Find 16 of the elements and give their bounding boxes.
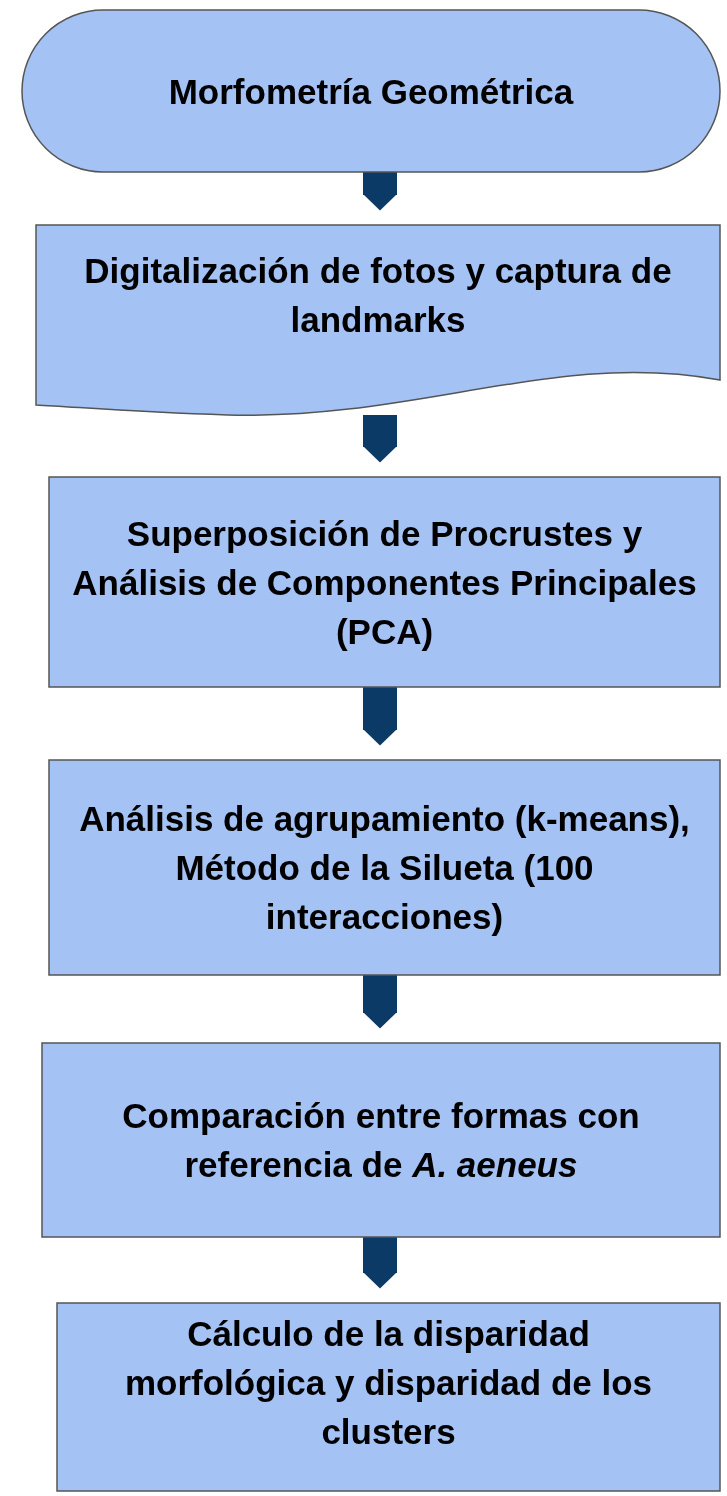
block-arrow [363, 415, 397, 463]
step-text: Análisis de agrupamiento (k-means), Método de la Silueta (100 interacciones) [78, 798, 691, 938]
terminal-shape [22, 10, 720, 172]
process-box [42, 1043, 720, 1237]
block-arrow [363, 172, 397, 211]
block-arrow [363, 687, 397, 746]
process-box [49, 477, 720, 687]
step-text: Digitalización de fotos y captura de landmarks [83, 250, 673, 341]
step-text: Comparación entre formas con referencia de A. aeneus [121, 1095, 641, 1186]
step-text: Cálculo de la disparidad morfológica y disparidad de los clusters [123, 1312, 654, 1453]
document-shape [36, 225, 720, 415]
process-box [49, 760, 720, 975]
process-box [57, 1303, 720, 1491]
step-text: Superposición de Procrustes y Análisis de Componentes Principales (PCA) [71, 512, 698, 653]
block-arrow [363, 975, 397, 1029]
step-text: Morfometría Geométrica [168, 70, 574, 113]
